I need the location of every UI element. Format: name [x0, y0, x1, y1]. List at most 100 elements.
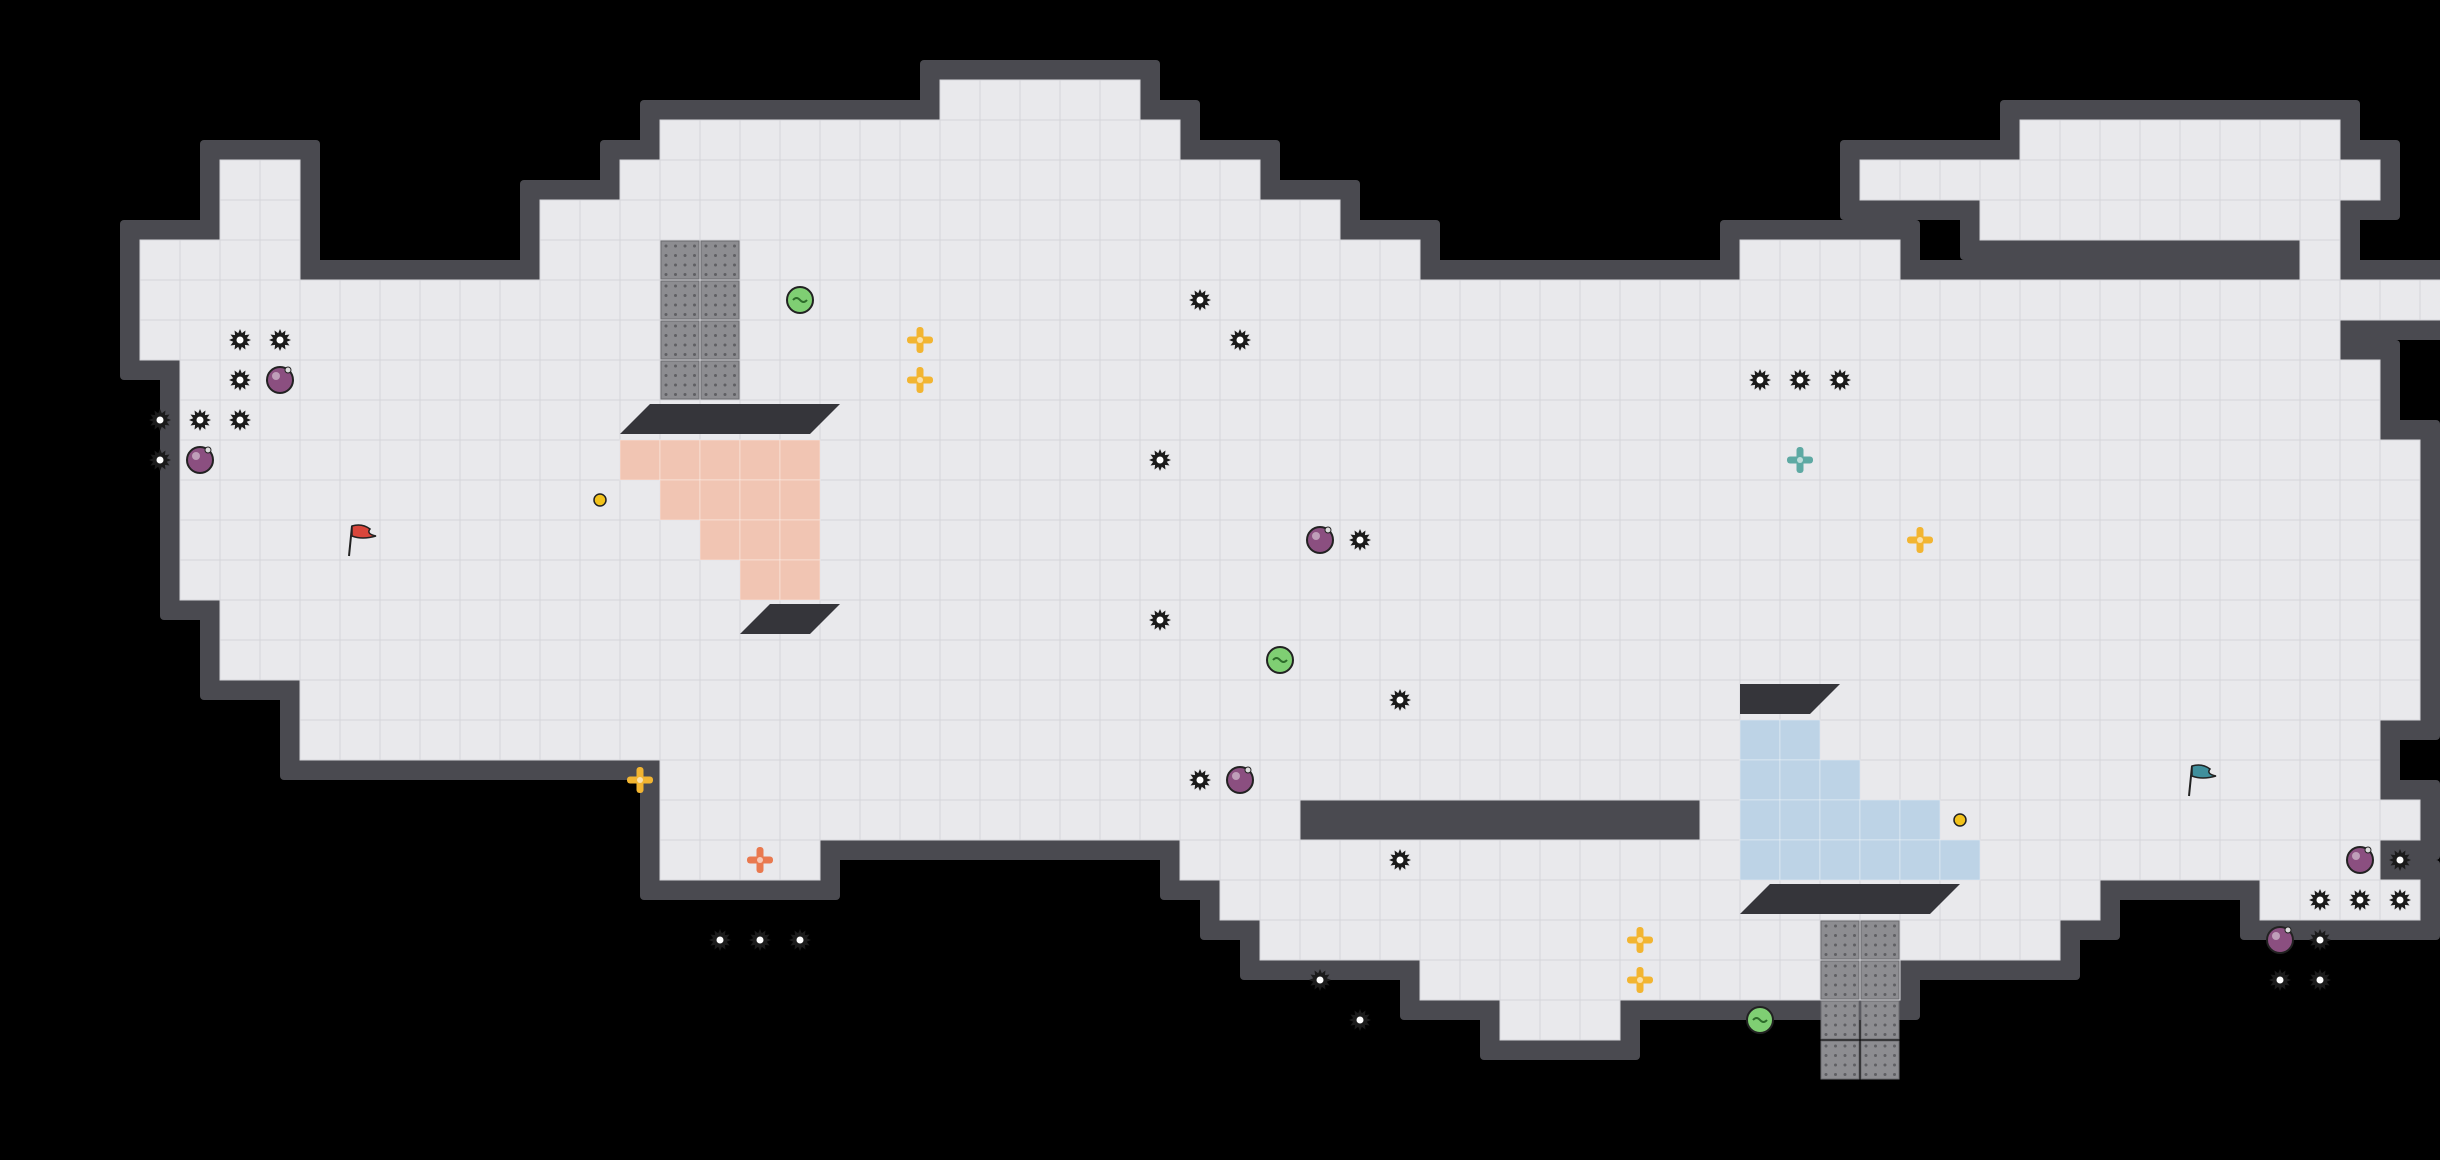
floor-tile: [1419, 399, 1461, 441]
floor-tile: [1699, 959, 1741, 1001]
floor-tile: [1139, 239, 1181, 281]
floor-tile: [1859, 399, 1901, 441]
floor-tile: [1899, 719, 1941, 761]
floor-tile: [899, 519, 941, 561]
floor-tile: [939, 399, 981, 441]
floor-tile: [2059, 679, 2101, 721]
team-zones: [619, 439, 1981, 881]
floor-tile: [339, 439, 381, 481]
floor-tile: [1939, 599, 1981, 641]
floor-tile: [979, 639, 1021, 681]
red-zone-tile: [699, 519, 741, 561]
red-zone-tile: [779, 519, 821, 561]
floor-tile: [2339, 279, 2381, 321]
floor-tile: [2019, 319, 2061, 361]
spike-icon: [2309, 889, 2331, 911]
floor-tile: [1419, 959, 1461, 1001]
floor-tile: [2179, 119, 2221, 161]
floor-tile: [979, 199, 1021, 241]
floor-tile: [2099, 799, 2141, 841]
floor-tile: [1499, 279, 1541, 321]
floor-tile: [2299, 479, 2341, 521]
floor-tile: [619, 199, 661, 241]
floor-tile: [1739, 239, 1781, 281]
floor-tile: [1939, 919, 1981, 961]
floor-tile: [899, 399, 941, 441]
floor-tile: [619, 479, 661, 521]
ramp-ledge: [1740, 684, 1840, 714]
floor-tile: [1259, 479, 1301, 521]
floor-tile: [1299, 239, 1341, 281]
floor-tile: [1259, 399, 1301, 441]
blue-zone-tile: [1739, 719, 1781, 761]
floor-tile: [1899, 439, 1941, 481]
floor-tile: [2299, 559, 2341, 601]
floor-tile: [739, 159, 781, 201]
floor-tile: [1579, 879, 1621, 921]
floor-tile: [659, 639, 701, 681]
floor-tile: [1059, 439, 1101, 481]
floor-tile: [1339, 359, 1381, 401]
floor-tile: [1499, 839, 1541, 881]
floor-tile: [1339, 439, 1381, 481]
floor-tile: [299, 399, 341, 441]
floor-tile: [2219, 799, 2261, 841]
floor-tile: [2099, 279, 2141, 321]
boost-yellow-icon: [907, 327, 933, 353]
floor-tile: [1099, 319, 1141, 361]
floor-tile: [419, 399, 461, 441]
floor-tile: [2379, 639, 2421, 681]
floor-tile: [1179, 799, 1221, 841]
floor-tile: [1259, 239, 1301, 281]
floor-tile: [139, 239, 181, 281]
spike-icon: [2389, 889, 2411, 911]
floor-tile: [1539, 479, 1581, 521]
floor-tile: [1419, 279, 1461, 321]
floor-tile: [1739, 479, 1781, 521]
floor-tile: [939, 359, 981, 401]
floor-tile: [819, 119, 861, 161]
floor-tile: [339, 399, 381, 441]
floor-tile: [1019, 119, 1061, 161]
floor-tile: [2059, 319, 2101, 361]
floor-tile: [2059, 279, 2101, 321]
floor-tile: [219, 239, 261, 281]
floor-tile: [779, 839, 821, 881]
floor-tile: [1739, 599, 1781, 641]
floor-tile: [2299, 319, 2341, 361]
floor-tile: [1059, 359, 1101, 401]
floor-tile: [979, 159, 1021, 201]
floor-tile: [2019, 439, 2061, 481]
floor-tile: [1059, 519, 1101, 561]
floor-tile: [1859, 319, 1901, 361]
floor-tile: [1539, 399, 1581, 441]
floor-tile: [2059, 199, 2101, 241]
floor-tile: [2019, 759, 2061, 801]
floor-tile: [2019, 159, 2061, 201]
grate-tile: [700, 280, 740, 320]
floor-tile: [619, 679, 661, 721]
floor-tile: [2179, 479, 2221, 521]
floor-tile: [2179, 199, 2221, 241]
floor-tile: [1059, 639, 1101, 681]
floor-tile: [1059, 199, 1101, 241]
floor-tile: [979, 519, 1021, 561]
floor-tile: [1379, 519, 1421, 561]
floor-tile: [1259, 599, 1301, 641]
floor-tile: [179, 319, 221, 361]
floor-tile: [899, 559, 941, 601]
floor-tile: [2139, 199, 2181, 241]
floor-tile: [2019, 519, 2061, 561]
floor-tile: [899, 799, 941, 841]
floor-tile: [1739, 319, 1781, 361]
floor-tile: [1659, 759, 1701, 801]
floor-tile: [1179, 199, 1221, 241]
floor-tile: [1139, 759, 1181, 801]
floor-tile: [1539, 959, 1581, 1001]
floor-tile: [1059, 79, 1101, 121]
floor-tile: [1139, 679, 1181, 721]
floor-tile: [499, 279, 541, 321]
floor-tile: [979, 79, 1021, 121]
floor-tile: [1219, 479, 1261, 521]
